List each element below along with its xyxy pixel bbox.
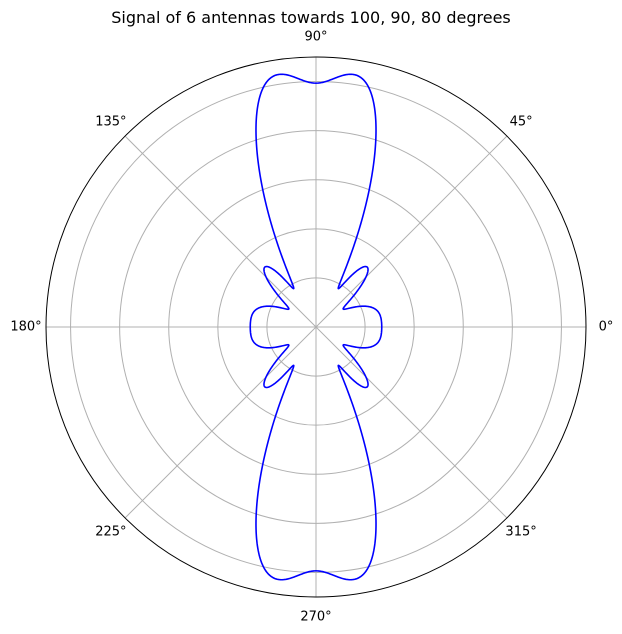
polar-grid [46,57,586,597]
angle-tick-label-90: 90° [304,30,327,45]
angle-tick-label-0: 0° [599,320,614,335]
angle-tick-label-270: 270° [300,610,331,625]
series-layer [249,73,383,581]
angle-tick-label-315: 315° [505,525,536,540]
angular-gridline-45 [315,135,508,328]
polar-frame [45,56,587,598]
angular-gridline-225 [124,326,317,519]
angle-tick-label-180: 180° [10,320,41,335]
angular-gridline-315 [315,326,508,519]
angular-gridline-135 [124,135,317,328]
angle-tick-label-225: 225° [95,525,126,540]
polar-frame-circle [45,56,587,598]
angle-tick-label-45: 45° [510,114,533,129]
angle-tick-label-135: 135° [95,114,126,129]
beam-pattern-line [249,73,383,581]
angle-tick-labels: 0° 45° 90° 135° 180° 225° 270° 315° [10,30,613,625]
chart-title: Signal of 6 antennas towards 100, 90, 80… [111,8,511,27]
